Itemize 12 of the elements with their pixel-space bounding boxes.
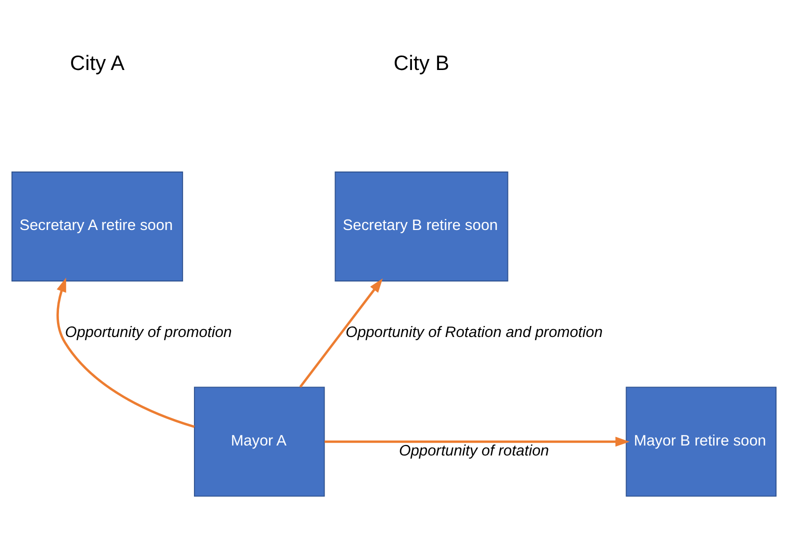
label: City A xyxy=(70,52,124,75)
node-box: Mayor B retire soon xyxy=(626,386,777,496)
arrow xyxy=(56,277,195,428)
arrow xyxy=(299,278,383,388)
edge-label: Opportunity of Rotation and promotion xyxy=(346,323,603,340)
node-box: Secretary B retire soon xyxy=(334,171,508,281)
edge-label: Opportunity of promotion xyxy=(65,323,232,340)
edge-label: Opportunity of rotation xyxy=(398,442,549,460)
arrow xyxy=(324,436,630,446)
label: City B xyxy=(394,52,450,75)
node-box: Secretary A retire soon xyxy=(11,171,184,281)
node-box: Mayor A xyxy=(194,386,325,496)
